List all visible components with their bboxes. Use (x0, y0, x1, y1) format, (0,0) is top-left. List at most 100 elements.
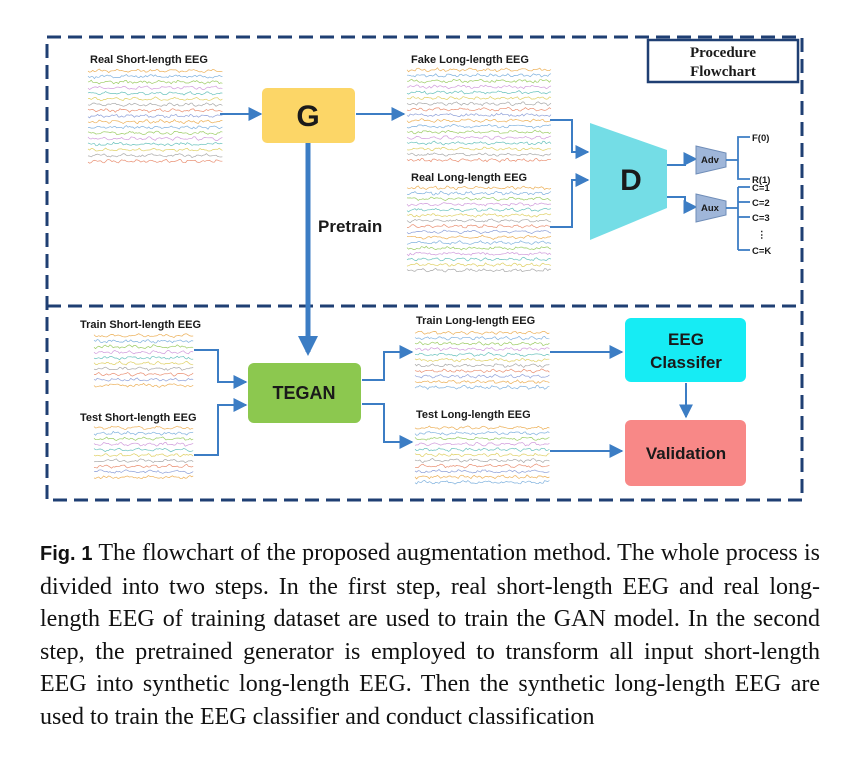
arrow-train-to-tegan (194, 349, 248, 389)
test-long-eeg-signal (414, 425, 550, 485)
test-short-eeg-signal (93, 425, 194, 480)
adv-output-r1: R(1) (752, 175, 770, 186)
eeg-trace (93, 436, 194, 441)
arrow-d-to-aux (666, 196, 698, 214)
eeg-trace (93, 447, 194, 453)
eeg-trace (414, 431, 550, 436)
eeg-trace (93, 453, 194, 458)
eeg-trace (406, 107, 552, 112)
pretrain-label: Pretrain (318, 217, 382, 236)
eeg-trace (414, 363, 550, 368)
eeg-trace (406, 190, 552, 196)
validation-label: Validation (646, 444, 726, 463)
eeg-trace (87, 74, 223, 80)
eeg-trace (93, 366, 194, 372)
train-long-eeg-signal (414, 330, 550, 390)
eeg-trace (414, 463, 550, 469)
real-long-eeg-label: Real Long-length EEG (411, 172, 527, 184)
aux-output-ck: C=K (752, 246, 771, 257)
eeg-trace (406, 135, 552, 140)
eeg-trace (87, 79, 223, 85)
eeg-trace (414, 457, 550, 464)
eeg-trace (406, 157, 551, 163)
eeg-trace (87, 102, 223, 107)
eeg-trace (406, 96, 552, 100)
eeg-trace (87, 141, 223, 147)
tegan-label: TEGAN (273, 383, 336, 403)
eeg-trace (406, 262, 552, 267)
aux-output-ellipsis: ⋮ (757, 230, 767, 241)
eeg-trace (93, 475, 194, 480)
eeg-trace (406, 229, 552, 235)
eeg-trace (414, 351, 550, 357)
arrow-d-to-adv (666, 152, 698, 166)
eeg-trace (406, 213, 552, 218)
eeg-trace (406, 118, 552, 123)
adv-node (695, 145, 727, 175)
aux-label: Aux (701, 203, 720, 214)
aux-output-c3: C=3 (752, 213, 770, 224)
procedure-line2: Flowchart (690, 64, 756, 80)
discriminator-node (590, 123, 667, 240)
eeg-trace (406, 112, 552, 117)
eeg-trace (93, 430, 194, 436)
eeg-trace (414, 357, 550, 363)
eeg-trace (93, 333, 194, 339)
test-long-eeg-label: Test Long-length EEG (416, 409, 531, 421)
eeg-trace (87, 158, 223, 164)
eeg-trace (87, 153, 223, 159)
eeg-trace (414, 341, 550, 347)
real-short-eeg-signal (87, 68, 223, 164)
eeg-trace (414, 441, 550, 447)
eeg-classifier-node (625, 318, 746, 382)
procedure-flowchart-box (646, 38, 800, 84)
eeg-trace (406, 207, 552, 213)
generator-node (262, 88, 355, 143)
eeg-trace (87, 96, 223, 102)
eeg-trace (406, 218, 552, 224)
eeg-trace (87, 147, 223, 152)
eeg-trace (414, 346, 550, 352)
eeg-trace (93, 371, 194, 377)
train-long-eeg-label: Train Long-length EEG (416, 315, 535, 327)
eeg-trace (93, 349, 194, 355)
real-long-eeg-signal (406, 185, 552, 273)
eeg-trace (87, 68, 223, 74)
arrow-test-to-tegan (194, 398, 248, 456)
eeg-trace (93, 425, 194, 430)
adv-label: Adv (701, 155, 720, 166)
eeg-trace (414, 373, 550, 379)
test-short-eeg-label: Test Short-length EEG (80, 412, 197, 424)
eeg-trace (406, 240, 552, 245)
eeg-trace (406, 140, 552, 146)
arrow-tegan-to-train-long (362, 345, 414, 381)
eeg-trace (406, 245, 552, 251)
eeg-trace (406, 256, 552, 262)
eeg-trace (414, 474, 550, 480)
eeg-trace (407, 223, 552, 229)
eeg-trace (87, 136, 223, 141)
eeg-trace (414, 436, 550, 441)
eeg-trace (414, 452, 550, 457)
eeg-trace (414, 425, 550, 430)
real-short-eeg-label: Real Short-length EEG (90, 54, 208, 66)
eeg-trace (93, 377, 194, 382)
eeg-trace (93, 344, 194, 350)
eeg-trace (87, 119, 223, 125)
eeg-trace (414, 379, 550, 385)
eeg-trace (87, 108, 223, 113)
flowchart-diagram: Procedure Flowchart Real Short-length EE… (45, 35, 804, 502)
eeg-trace (406, 101, 552, 107)
eeg-trace (407, 73, 552, 78)
eeg-trace (406, 152, 552, 157)
eeg-trace (414, 447, 550, 452)
aux-output-c2: C=2 (752, 198, 770, 209)
validation-node (625, 420, 746, 486)
eeg-trace (87, 113, 223, 119)
figure-caption: Fig. 1 The flowchart of the proposed aug… (40, 537, 820, 733)
fake-long-eeg-label: Fake Long-length EEG (411, 54, 529, 66)
eeg-trace (406, 185, 552, 191)
eeg-trace (414, 469, 550, 474)
eeg-trace (93, 442, 194, 447)
fake-long-eeg-signal (406, 67, 552, 163)
